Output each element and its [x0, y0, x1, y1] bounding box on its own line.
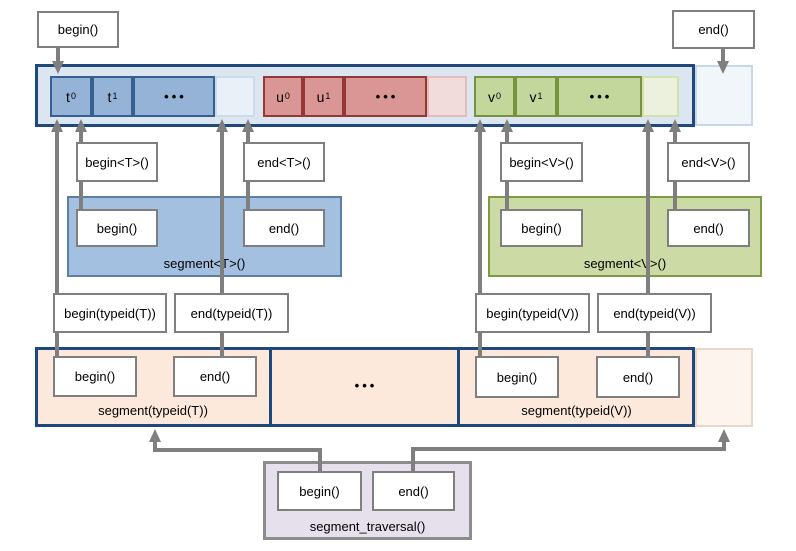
arrowhead-up-icon [642, 119, 654, 132]
segment-v-begin-box: begin() [500, 209, 583, 247]
cell-u-ellipsis: ••• [344, 76, 427, 117]
connector-line [55, 130, 59, 293]
cell-v-pale [642, 76, 679, 117]
segment-typeid-bar [35, 347, 695, 427]
connector-line [220, 130, 224, 293]
arrowhead-up-icon [216, 119, 228, 132]
segment-traversal-label: segment_traversal() [309, 519, 426, 534]
connector-line [246, 130, 250, 143]
segment-traversal-begin-box: begin() [277, 471, 362, 511]
segment-typeid-v-label: segment(typeid(V)) [521, 403, 632, 418]
connector-line [79, 182, 83, 210]
arrowhead-up-icon [51, 119, 63, 132]
connector-line [153, 448, 322, 452]
connector-line [646, 333, 650, 357]
arrowhead-down-icon [52, 61, 64, 74]
segment-typeid-t-end-box: end() [173, 356, 257, 397]
connector-line [673, 130, 677, 143]
segment-traversal-end-box: end() [372, 471, 455, 511]
end-typeid-t-box: end(typeid(T)) [174, 293, 289, 333]
cell-t-ellipsis: ••• [133, 76, 215, 117]
top-end-call-box: end() [672, 10, 755, 49]
arrowhead-up-icon [501, 119, 513, 132]
connector-line [721, 49, 725, 63]
segment-typeid-divider-2 [457, 347, 460, 427]
segment-typeid-middle-ellipsis: ••• [354, 378, 378, 393]
arrowhead-up-icon [242, 119, 254, 132]
connector-line [673, 182, 677, 210]
connector-line [55, 333, 59, 358]
connector-line [505, 130, 509, 143]
segment-v-end-box: end() [667, 209, 750, 247]
connector-line [722, 441, 726, 449]
connector-line [246, 182, 250, 210]
connector-line [79, 130, 83, 143]
arrowhead-up-icon [718, 429, 730, 442]
segment-typeid-t-begin-box: begin() [53, 356, 137, 397]
end-typeid-v-box: end(typeid(V)) [597, 293, 712, 333]
end-v-box: end<V>() [667, 142, 750, 182]
connector-line [478, 130, 482, 293]
begin-v-box: begin<V>() [500, 142, 583, 182]
segment-typeid-v-begin-box: begin() [475, 356, 559, 398]
segment-typeid-t-label: segment(typeid(T)) [98, 403, 208, 418]
cell-v-ellipsis: ••• [557, 76, 642, 117]
connector-line [56, 48, 60, 63]
connector-line [478, 333, 482, 357]
begin-t-box: begin<T>() [76, 142, 158, 182]
cell-u-pale [427, 76, 467, 117]
top-begin-call-box: begin() [37, 11, 119, 48]
end-t-box: end<T>() [243, 142, 325, 182]
connector-line [646, 130, 650, 293]
arrowhead-up-icon [75, 119, 87, 132]
begin-typeid-v-box: begin(typeid(V)) [475, 293, 590, 333]
segment-t-end-box: end() [243, 209, 325, 247]
segment-v-label: segment<V>() [583, 256, 667, 271]
segment-t-begin-box: begin() [76, 209, 158, 247]
connector-line [220, 333, 224, 358]
segment-typeid-bar-extension [695, 348, 753, 427]
segment-t-label: segment<T>() [163, 256, 246, 271]
arrowhead-up-icon [474, 119, 486, 132]
connector-line [318, 450, 322, 471]
begin-typeid-t-box: begin(typeid(T)) [53, 293, 167, 333]
connector-line [153, 441, 157, 449]
arrowhead-up-icon [669, 119, 681, 132]
cell-t-pale [215, 76, 255, 117]
container-bar-extension [695, 65, 753, 126]
connector-line [411, 449, 415, 471]
arrowhead-up-icon [149, 429, 161, 442]
segment-typeid-v-end-box: end() [596, 356, 680, 398]
connector-line [505, 182, 509, 210]
connector-line [411, 447, 726, 451]
arrowhead-down-icon [717, 61, 729, 74]
segment-typeid-divider-1 [269, 347, 272, 427]
